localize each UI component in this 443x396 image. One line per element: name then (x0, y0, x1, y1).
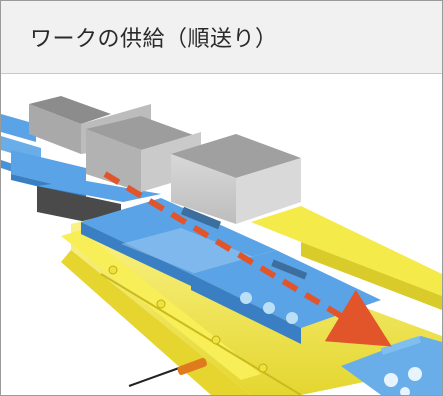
workpiece-strip-feed (81, 198, 442, 395)
sensor-rod (128, 357, 207, 387)
title-bar: ワークの供給（順送り） (1, 1, 442, 74)
feed-illustration (1, 96, 442, 395)
figure-title: ワークの供給（順送り） (30, 27, 278, 52)
press-block (29, 96, 301, 224)
